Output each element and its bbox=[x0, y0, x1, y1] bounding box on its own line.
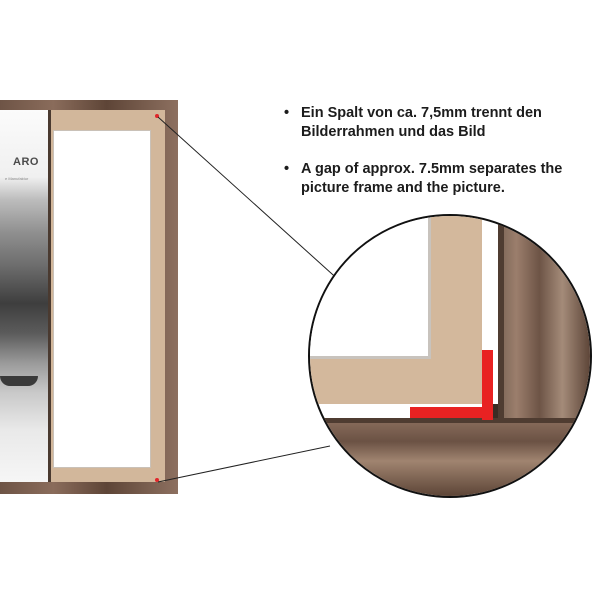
gap-highlight-vertical bbox=[482, 350, 493, 420]
corner-marker-bottom bbox=[155, 478, 159, 482]
zoom-white-edge bbox=[428, 216, 431, 358]
notes-list: Ein Spalt von ca. 7,5mm trennt den Bilde… bbox=[284, 104, 584, 216]
picture-frame: ARO e Manufaktur bbox=[0, 100, 178, 494]
zoom-backing-horizontal bbox=[310, 358, 482, 404]
zoom-frame-bottom bbox=[310, 418, 590, 496]
backing-board bbox=[51, 110, 165, 482]
photo-brand-text: ARO bbox=[13, 156, 39, 168]
backing-white-insert bbox=[53, 130, 151, 468]
corner-marker-top bbox=[155, 114, 159, 118]
zoom-detail-circle bbox=[308, 214, 592, 498]
boat-silhouette bbox=[0, 376, 38, 386]
note-german: Ein Spalt von ca. 7,5mm trennt den Bilde… bbox=[284, 104, 584, 142]
framed-photo: ARO e Manufaktur bbox=[0, 110, 48, 482]
photo-divider bbox=[48, 110, 51, 482]
note-english: A gap of approx. 7.5mm separates the pic… bbox=[284, 160, 584, 198]
zoom-white-edge-bottom bbox=[310, 356, 431, 359]
gap-highlight-horizontal bbox=[410, 407, 493, 418]
frame-inner-area: ARO e Manufaktur bbox=[0, 110, 165, 482]
callout-line-bottom bbox=[157, 445, 331, 483]
photo-brand-subtitle: e Manufaktur bbox=[5, 176, 29, 181]
zoom-white-insert bbox=[310, 216, 430, 358]
